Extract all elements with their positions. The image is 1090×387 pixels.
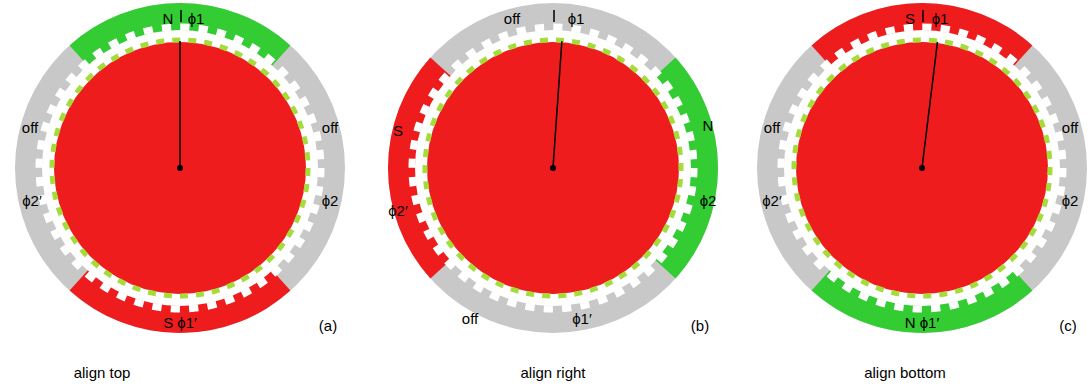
pole-label: ϕ2′	[762, 193, 782, 208]
pole-label: ϕ1	[932, 11, 949, 26]
stator-teeth	[412, 27, 694, 309]
stator-ring	[388, 3, 718, 333]
pole-label: S ϕ1′	[163, 315, 197, 330]
stator-teeth	[781, 27, 1063, 309]
rotor	[54, 42, 306, 294]
pole-label: align top	[74, 365, 131, 380]
pole-label: (a)	[319, 318, 337, 333]
pole-label: ϕ1′	[572, 311, 592, 326]
rotor	[427, 42, 679, 294]
rotor-teeth	[401, 16, 705, 320]
air-gap	[42, 30, 318, 306]
pole-label: N	[163, 11, 174, 26]
pole-label: align bottom	[864, 365, 946, 380]
pole-label: off	[764, 120, 780, 135]
air-gap	[784, 30, 1060, 306]
pole-label: N	[703, 118, 714, 133]
reference-tick	[922, 10, 924, 22]
rotor-pointer	[179, 41, 181, 168]
rotor-center	[919, 165, 925, 171]
air-gap	[415, 30, 691, 306]
stator-teeth	[39, 27, 321, 309]
rotor-teeth	[757, 3, 1088, 334]
pole-label: off	[1062, 120, 1078, 135]
pole-label: off	[504, 11, 520, 26]
pole-label: S	[905, 11, 915, 26]
pole-label: ϕ2′	[22, 193, 42, 208]
stator-ring	[757, 3, 1087, 333]
pole-label: ϕ2′	[388, 203, 408, 218]
rotor-pointer	[553, 41, 562, 168]
pole-label: (c)	[1059, 318, 1077, 333]
pole-label: off	[22, 120, 38, 135]
pole-label: S	[393, 123, 403, 138]
pole-label: off	[322, 120, 338, 135]
rotor-pointer	[922, 42, 937, 168]
pole-label: align right	[520, 365, 585, 380]
pole-label: off	[462, 311, 478, 326]
pole-label: (b)	[691, 318, 709, 333]
reference-tick	[553, 10, 555, 22]
pole-label: ϕ1	[568, 11, 585, 26]
pole-label: N ϕ1′	[905, 315, 940, 330]
rotor-center	[550, 165, 556, 171]
rotor	[796, 42, 1048, 294]
pole-label: ϕ2	[700, 193, 717, 208]
reference-tick	[180, 10, 182, 22]
pole-label: ϕ2	[1062, 193, 1079, 208]
rotor-center	[177, 165, 183, 171]
stator-ring	[15, 3, 345, 333]
pole-label: ϕ1	[188, 11, 205, 26]
rotor-teeth	[52, 40, 308, 296]
pole-label: ϕ2	[322, 193, 339, 208]
